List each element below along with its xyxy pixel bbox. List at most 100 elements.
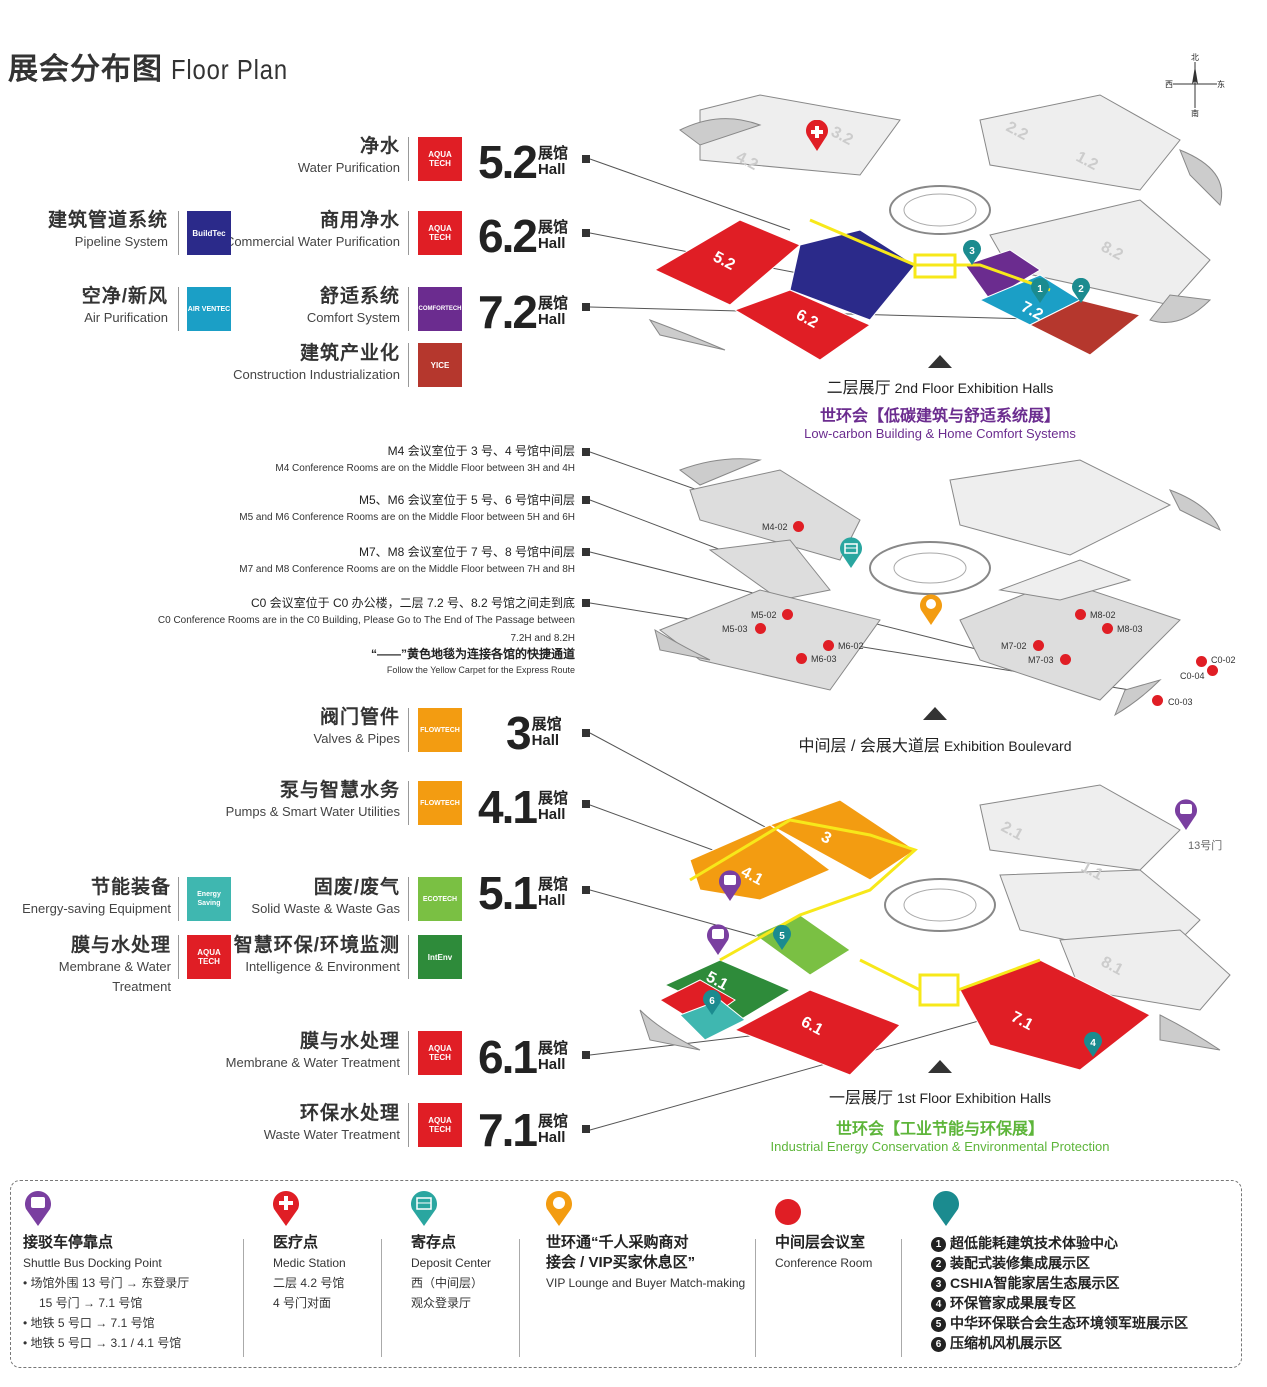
room-label: M6-02	[838, 641, 864, 651]
logo-text: ECOTECH	[422, 895, 458, 903]
title-en: Floor Plan	[171, 54, 288, 85]
logo-text: FLOWTECH	[420, 726, 460, 734]
route-en: Follow the Yellow Carpet for the Express…	[386, 665, 575, 675]
svg-text:5: 5	[779, 931, 785, 942]
logo-text: AQUA TECH	[428, 150, 452, 168]
category-cn: 膜与水处理	[299, 1031, 400, 1052]
divider	[408, 1031, 409, 1075]
svg-text:2: 2	[1078, 284, 1084, 295]
medic-station-icon[interactable]	[805, 119, 829, 157]
logo-text: AQUA TECH	[197, 948, 221, 966]
leader-bullet	[582, 599, 590, 607]
divider	[755, 1239, 756, 1357]
zone-number: 3	[931, 1277, 946, 1292]
zone-3-icon[interactable]: 3	[962, 239, 982, 271]
category-cn: 空净/新风	[81, 286, 168, 307]
conf-cn: M5、M6 会议室位于 5 号、6 号馆中间层	[358, 493, 575, 507]
legend-heading: 医疗点	[273, 1234, 319, 1251]
ecotech-logo: ECOTECH	[418, 877, 462, 921]
aquatech-logo: AQUA TECH	[418, 137, 462, 181]
divider	[901, 1239, 902, 1357]
conference-room-marker[interactable]	[1207, 665, 1218, 676]
shuttle-bus-icon[interactable]	[717, 868, 743, 907]
conference-room-marker[interactable]	[1152, 695, 1163, 706]
category-energy-saving: 节能装备 Energy-saving Equipment	[22, 877, 171, 919]
hall-cn: 展馆	[537, 145, 568, 162]
logo-text: AIR VENTEC	[187, 305, 231, 313]
divider	[381, 1239, 382, 1357]
floor2-plan	[648, 94, 1223, 368]
category-intelligence-env: 智慧环保/环境监测 Intelligence & Environment	[234, 935, 400, 977]
divider	[519, 1239, 520, 1357]
category-membrane-left: 膜与水处理 Membrane & Water Treatment	[0, 935, 171, 997]
conference-room-marker[interactable]	[755, 623, 766, 634]
hall-en: Hall	[531, 732, 560, 749]
deposit-center-icon[interactable]	[838, 535, 864, 574]
leader-bullet	[582, 886, 590, 894]
hall-number: 5.2	[478, 136, 538, 188]
conference-room-marker[interactable]	[1033, 640, 1044, 651]
divider	[408, 877, 409, 921]
legend-medic: 医疗点 Medic Station 二层 4.2 号馆 4 号门对面	[273, 1233, 393, 1313]
shuttle-bus-icon[interactable]	[705, 922, 731, 961]
legend-detail: 4 号门对面	[273, 1296, 332, 1310]
conference-room-marker[interactable]	[796, 653, 807, 664]
hall-cn: 展馆	[537, 295, 568, 312]
room-label: M7-03	[1028, 655, 1054, 665]
conference-room-marker[interactable]	[1060, 654, 1071, 665]
legend-heading: 世环通“千人采购商对	[546, 1234, 689, 1251]
zone-2-icon[interactable]: 2	[1071, 277, 1091, 309]
zone-number: 6	[931, 1337, 946, 1352]
shuttle-route: 地铁 5 号口 → 3.1 / 4.1 号馆	[30, 1336, 182, 1350]
zone-5-icon[interactable]: 5	[772, 924, 792, 956]
legend-heading: 中间层会议室	[775, 1234, 866, 1251]
legend-detail: 二层 4.2 号馆	[273, 1276, 345, 1290]
category-membrane-water: 膜与水处理 Membrane & Water Treatment	[226, 1031, 400, 1073]
zone-name: 装配式装修集成展示区	[950, 1255, 1090, 1271]
legend-heading: 接会 / VIP买家休息区”	[546, 1254, 696, 1271]
vip-lounge-icon[interactable]	[918, 592, 944, 631]
expo-cn: 世环会【低碳建筑与舒适系统展】	[819, 408, 1060, 425]
conf-en: M7 and M8 Conference Rooms are on the Mi…	[239, 564, 575, 575]
conference-room-marker[interactable]	[823, 640, 834, 651]
divider	[178, 287, 179, 331]
zone-name: 中华环保联合会生态环境领军班展示区	[950, 1315, 1188, 1331]
room-label: C0-03	[1168, 697, 1193, 707]
category-cn: 智慧环保/环境监测	[233, 935, 400, 956]
logo-text: BuildTec	[192, 228, 226, 238]
conference-room-marker[interactable]	[782, 609, 793, 620]
legend-sub: Shuttle Bus Docking Point	[23, 1256, 162, 1270]
conf-cn: M4 会议室位于 3 号、4 号馆中间层	[387, 444, 575, 458]
zone-1-icon[interactable]: 1	[1030, 277, 1050, 309]
conf-en: M5 and M6 Conference Rooms are on the Mi…	[239, 512, 575, 523]
category-en: Valves & Pipes	[313, 731, 400, 746]
room-label: M6-03	[811, 654, 837, 664]
aquatech-logo: AQUA TECH	[418, 211, 462, 255]
conference-room-marker[interactable]	[1075, 609, 1086, 620]
category-cn: 环保水处理	[299, 1103, 400, 1124]
category-en: Membrane & Water Treatment	[225, 1055, 400, 1070]
hall-en: Hall	[537, 806, 566, 823]
zone-4-icon[interactable]: 4	[1083, 1031, 1103, 1063]
category-pumps: 泵与智慧水务 Pumps & Smart Water Utilities	[226, 780, 400, 822]
leader-bullet	[582, 1051, 590, 1059]
shuttle-route: 场馆外围 13 号门 → 东登录厅	[30, 1276, 190, 1290]
category-waste-water: 环保水处理 Waste Water Treatment	[264, 1103, 400, 1145]
zone-6-icon[interactable]: 6	[702, 989, 722, 1021]
category-comfort-system: 舒适系统 Comfort System	[307, 286, 400, 328]
svg-text:3: 3	[969, 246, 975, 257]
category-cn: 固废/废气	[313, 877, 400, 898]
conference-room-marker[interactable]	[1196, 656, 1207, 667]
category-en: Energy-saving Equipment	[22, 901, 171, 916]
hall-cn: 展馆	[537, 876, 568, 893]
shuttle-bus-icon[interactable]	[1173, 797, 1199, 836]
category-cn: 舒适系统	[319, 286, 400, 307]
conference-room-marker[interactable]	[1102, 623, 1113, 634]
hall-en: Hall	[537, 1056, 566, 1073]
conference-room-marker[interactable]	[793, 521, 804, 532]
